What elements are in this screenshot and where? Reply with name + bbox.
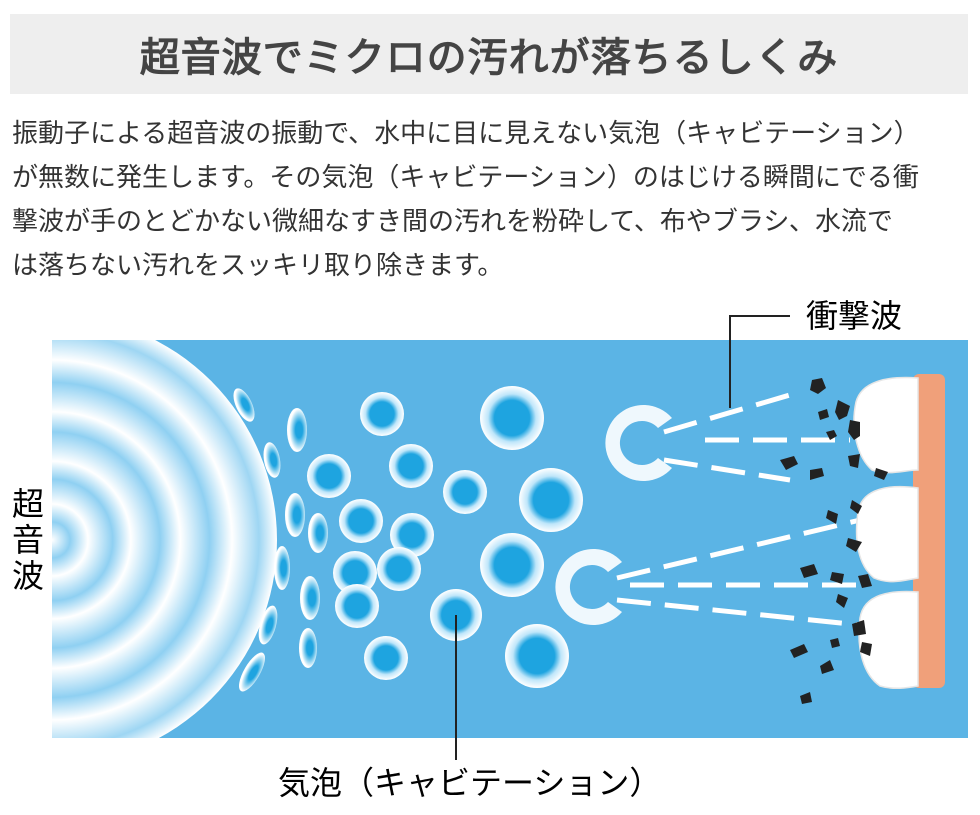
dirt-fragment [846, 538, 862, 552]
bubble [377, 547, 421, 591]
bubble [335, 584, 379, 628]
shockwave-leader-line [729, 315, 790, 408]
dirt-fragment [810, 378, 826, 394]
shockwave-label: 衝撃波 [806, 297, 902, 335]
tooth [855, 485, 919, 583]
dirt-fragment [852, 620, 866, 636]
bubble [307, 454, 351, 498]
dirt-fragment [858, 574, 872, 588]
oval-bubbles [233, 388, 328, 692]
collapsing-bubble [555, 549, 622, 626]
oval-bubble [287, 408, 307, 452]
shockwave-lines [616, 389, 861, 628]
dirt-fragment [830, 572, 844, 584]
dirt-fragments [780, 378, 888, 704]
dirt-fragment [860, 642, 872, 656]
collapsing-bubble [605, 404, 672, 481]
page-title: 超音波でミクロの汚れが落ちるしくみ [139, 35, 839, 81]
collapsing-bubbles [555, 404, 672, 626]
dirt-fragment [790, 644, 808, 658]
tooth [858, 590, 919, 690]
bubble [360, 392, 404, 436]
oval-bubble [299, 628, 317, 668]
dirt-fragment [836, 594, 848, 608]
bubble [480, 533, 544, 597]
dirt-fragment [800, 692, 812, 704]
dirt-fragment [826, 430, 837, 440]
description-line: 振動子による超音波の振動で、水中に目に見えない気泡（キャビテーション） [12, 119, 920, 149]
bubble [389, 444, 433, 488]
dirt-fragment [848, 454, 860, 468]
bubble [339, 499, 383, 543]
bubble [333, 551, 377, 595]
description-line: は落ちない汚れをスッキリ取り除きます。 [12, 251, 504, 281]
description-line: 撃波が手のとどかない微細なすき間の汚れを粉砕して、布やブラシ、水流で [12, 207, 893, 237]
oval-bubble [300, 576, 320, 620]
oval-bubble [258, 605, 278, 645]
oval-bubble [233, 388, 255, 422]
bubble [443, 470, 487, 514]
oval-bubble [308, 513, 328, 553]
dirt-fragment [848, 420, 860, 440]
dirt-fragment [800, 564, 818, 578]
dirt-fragment [830, 638, 840, 648]
description-line: が無数に発生します。その気泡（キャビテーション）のはじける瞬間にでる衝 [12, 163, 919, 193]
bubble [480, 386, 544, 450]
bubble-label: 気泡（キャビテーション） [278, 764, 661, 802]
teeth [853, 376, 919, 690]
oval-bubble [239, 652, 265, 692]
oval-bubble [274, 546, 290, 590]
ultrasonic-label: 超音波 [12, 485, 44, 595]
dirt-fragment [850, 500, 862, 514]
ultrasonic-wave-source [52, 340, 277, 738]
dirt-fragment [874, 468, 888, 480]
dirt-fragment [780, 456, 798, 470]
bubble [505, 624, 569, 688]
title-bar: 超音波でミクロの汚れが落ちるしくみ [10, 14, 968, 94]
bubble [519, 468, 583, 532]
cavitation-bubbles [307, 386, 583, 688]
bubble [364, 636, 408, 680]
tooth [853, 376, 919, 474]
dirt-fragment [820, 660, 834, 674]
dirt-fragment [835, 400, 850, 420]
dirt-fragment [810, 468, 824, 480]
oval-bubble [263, 442, 281, 478]
description: 振動子による超音波の振動で、水中に目に見えない気泡（キャビテーション） が無数に… [12, 112, 970, 288]
dirt-fragment [826, 510, 838, 524]
dirt-fragment [818, 409, 829, 420]
gum [913, 374, 945, 688]
bubble [390, 513, 434, 557]
oval-bubble [285, 493, 305, 537]
